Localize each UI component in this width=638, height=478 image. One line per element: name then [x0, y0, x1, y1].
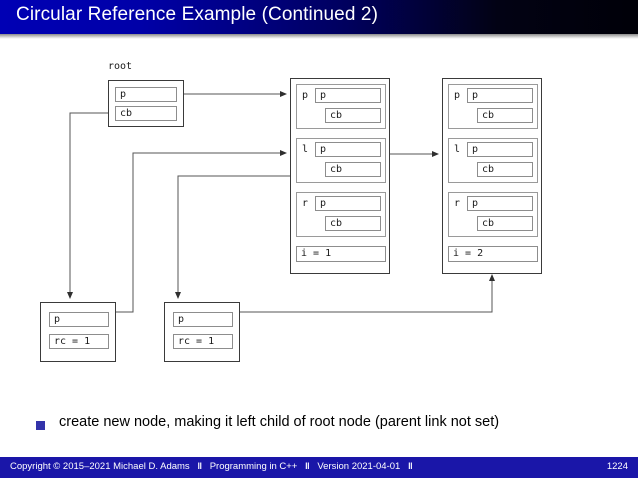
- wire-root-cb-to-cb-left: [67, 112, 112, 299]
- node-i2-row-p-tag: p: [454, 90, 461, 101]
- node-i2-row-r: r p cb: [448, 192, 538, 237]
- node-i2-row-p: p p cb: [448, 84, 538, 129]
- wire-node1-l-cb-to-cbright: [175, 175, 316, 299]
- root-caption: root: [108, 61, 133, 72]
- bullet-square-icon: [36, 421, 45, 430]
- node-i2-row-p-field-cb: cb: [477, 108, 533, 123]
- node-i2-row-r-field-p: p: [467, 196, 533, 211]
- footer-separator-2: ‖: [305, 461, 310, 472]
- node-i1-row-p: p p cb: [296, 84, 386, 129]
- node-i2-row-r-field-cb: cb: [477, 216, 533, 231]
- node-i1-row-l: l p cb: [296, 138, 386, 183]
- node-i1-row-l-field-p: p: [315, 142, 381, 157]
- node-i2-row-l-tag: l: [454, 144, 461, 155]
- node-i2-row-l-field-cb: cb: [477, 162, 533, 177]
- node-i2-row-p-field-p: p: [467, 88, 533, 103]
- root-node: p cb: [108, 80, 184, 127]
- node-i1-row-l-tag: l: [302, 144, 309, 155]
- control-block-right: p rc = 1: [164, 302, 240, 362]
- footer-separator-3: ‖: [407, 461, 413, 472]
- root-field-cb: cb: [115, 106, 177, 121]
- wire-cbright-p-to-node2: [236, 274, 495, 313]
- bullet-text: create new node, making it left child of…: [59, 414, 500, 430]
- footer-course: Programming in C++: [209, 461, 298, 472]
- node-i2: p p cb l p cb r p cb i = 2: [442, 78, 542, 274]
- footer-separator-1: ‖: [197, 461, 203, 472]
- node-i2-index: i = 2: [448, 246, 538, 262]
- node-i1: p p cb l p cb r p cb i = 1: [290, 78, 390, 274]
- footer-version: Version 2021-04-01: [317, 461, 401, 472]
- title-underline-divider: [0, 34, 638, 39]
- node-i1-row-p-field-p: p: [315, 88, 381, 103]
- node-i1-row-l-field-cb: cb: [325, 162, 381, 177]
- control-block-left: p rc = 1: [40, 302, 116, 362]
- bullet-row: create new node, making it left child of…: [36, 414, 616, 438]
- node-i2-row-l-field-p: p: [467, 142, 533, 157]
- node-i2-row-l: l p cb: [448, 138, 538, 183]
- diagram-canvas: root p cb p p cb l p cb r p cb: [0, 39, 638, 404]
- footer-page-number: 1224: [606, 461, 628, 472]
- wire-cbleft-p-to-node1-l: [113, 150, 287, 313]
- footer-left-group: Copyright © 2015–2021 Michael D. Adams ‖…: [10, 461, 418, 472]
- control-block-right-field-p: p: [173, 312, 233, 327]
- node-i1-row-r-field-p: p: [315, 196, 381, 211]
- node-i1-index: i = 1: [296, 246, 386, 262]
- node-i1-row-p-field-cb: cb: [325, 108, 381, 123]
- root-field-p: p: [115, 87, 177, 102]
- node-i1-row-r: r p cb: [296, 192, 386, 237]
- node-i1-row-p-tag: p: [302, 90, 309, 101]
- slide-title-bar: Circular Reference Example (Continued 2): [0, 0, 638, 34]
- node-i1-row-r-field-cb: cb: [325, 216, 381, 231]
- control-block-left-field-p: p: [49, 312, 109, 327]
- control-block-right-field-rc: rc = 1: [173, 334, 233, 349]
- slide-footer: Copyright © 2015–2021 Michael D. Adams ‖…: [0, 457, 638, 478]
- node-i2-row-r-tag: r: [454, 198, 461, 209]
- node-i1-row-r-tag: r: [302, 198, 309, 209]
- control-block-left-field-rc: rc = 1: [49, 334, 109, 349]
- page-title: Circular Reference Example (Continued 2): [16, 4, 378, 25]
- footer-copyright: Copyright © 2015–2021 Michael D. Adams: [10, 461, 190, 472]
